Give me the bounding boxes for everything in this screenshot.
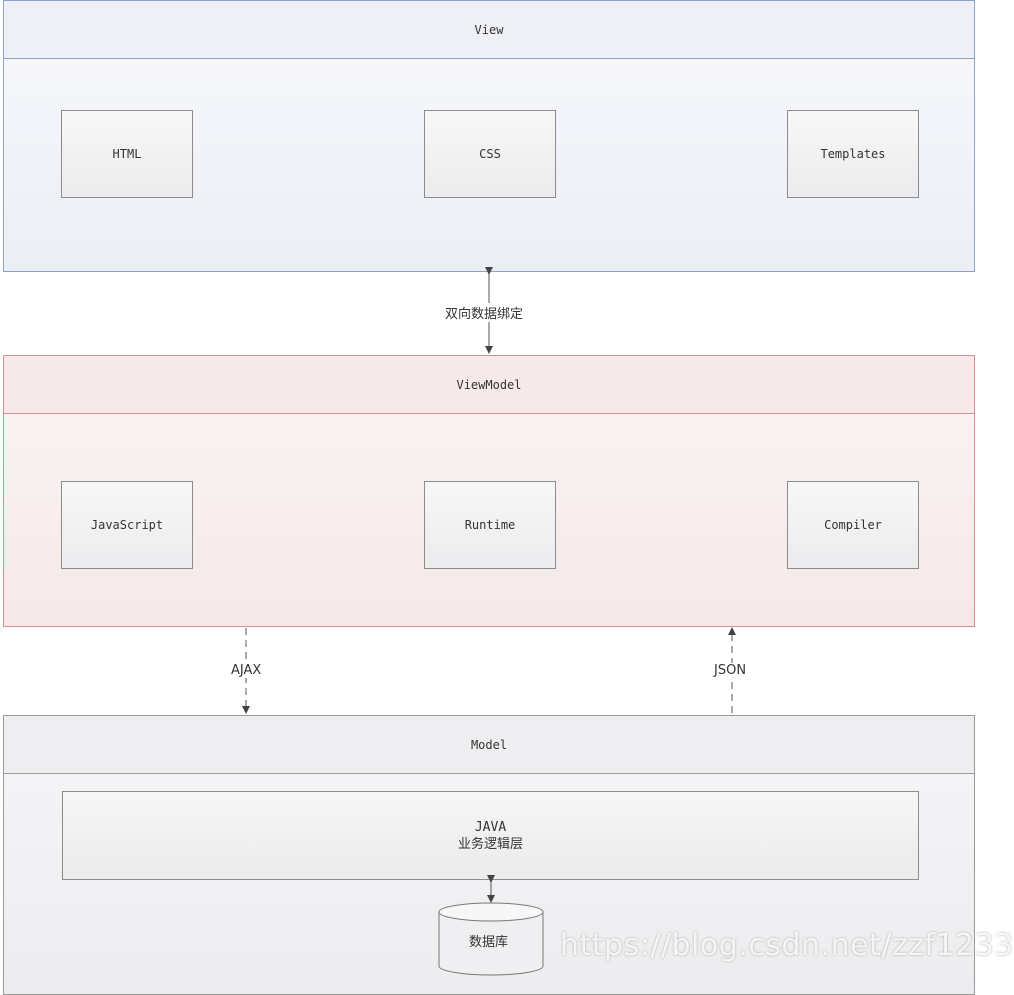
css-box: CSS: [424, 110, 556, 198]
templates-box: Templates: [787, 110, 919, 198]
database-label: 数据库: [469, 935, 509, 950]
ajax-label: AJAX: [229, 663, 264, 678]
two-way-binding-label: 双向数据绑定: [443, 303, 526, 322]
compiler-box: Compiler: [787, 481, 919, 569]
database-cylinder: [438, 902, 544, 976]
html-box: HTML: [61, 110, 193, 198]
json-label: JSON: [712, 663, 749, 678]
view-title: View: [4, 1, 974, 59]
model-title: Model: [4, 716, 974, 774]
watermark: https://blog.csdn.net/zzf1233: [560, 928, 1014, 963]
viewmodel-title: ViewModel: [4, 356, 974, 414]
javascript-box: JavaScript: [61, 481, 193, 569]
business-logic-label: 业务逻辑层: [457, 836, 523, 852]
connectors: [242, 267, 736, 976]
java-label: JAVA: [474, 819, 507, 835]
runtime-box: Runtime: [424, 481, 556, 569]
